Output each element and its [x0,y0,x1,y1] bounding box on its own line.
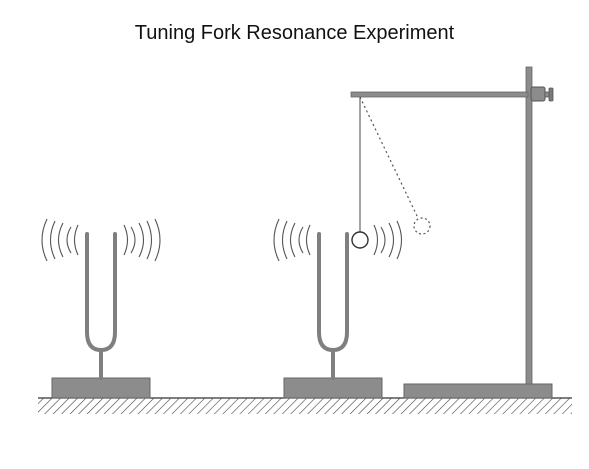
stand-pole [525,66,533,385]
pendulum-ball-swung [413,217,431,235]
sound-waves-right [273,218,403,262]
stand-base [403,383,553,399]
right-fork-base [283,377,383,399]
stand-clamp [530,86,554,102]
left-fork-base [51,377,151,399]
tuning-fork-left [85,232,117,380]
pendulum-string-swung [359,96,419,219]
diagram-title: Tuning Fork Resonance Experiment [134,22,455,44]
ground [38,397,572,414]
sound-waves-left [41,218,161,262]
stand-arm [350,91,529,98]
tuning-fork-right [317,232,349,380]
pendulum-ball [351,231,369,249]
